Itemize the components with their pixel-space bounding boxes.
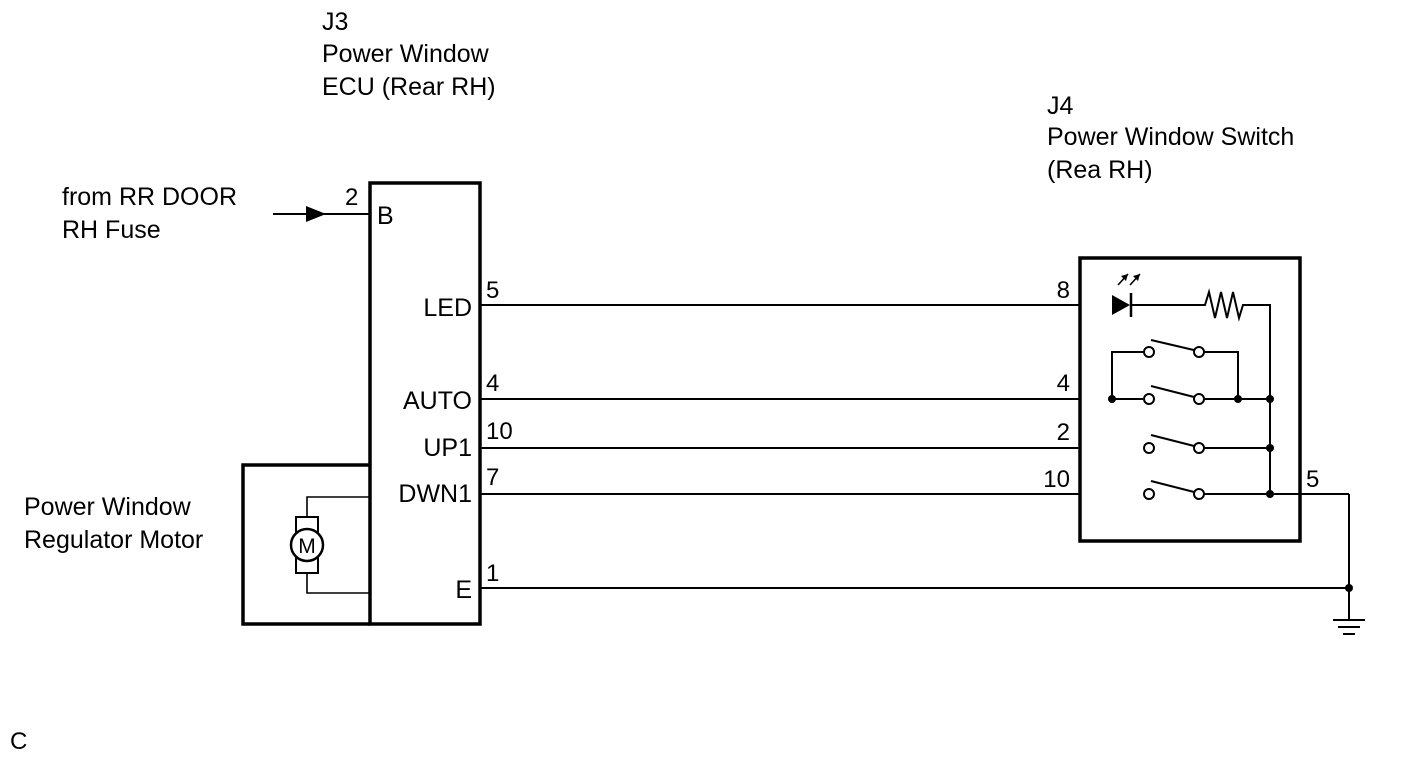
motor-label-line1: Power Window [24,493,192,521]
pin-led: 5 [486,277,499,304]
switch-pin-up: 2 [1057,419,1070,446]
auto-switch-bottom [1112,385,1270,405]
led-icon [1112,273,1141,317]
switch-name-line2: (Rea RH) [1047,156,1153,184]
corner-label: C [10,728,27,755]
junction-dot [1266,395,1274,403]
fuse-source-line2: RH Fuse [62,216,161,244]
pin-up1: 10 [486,418,513,445]
switch-code: J4 [1047,92,1074,120]
switch-pin-auto: 4 [1057,370,1070,397]
switch-pin-down: 10 [1043,466,1070,493]
pin-b: 2 [345,184,358,211]
auto-switch-top [1111,339,1239,399]
switch-pin-ground: 5 [1306,466,1319,493]
resistor-icon [1200,288,1271,494]
terminal-up1: UP1 [423,434,472,462]
pin-e: 1 [486,560,499,587]
junction-dot [1234,395,1242,403]
ecu-box [368,181,482,626]
junction-dot [1108,395,1116,403]
ground-icon [1333,619,1365,635]
ecu-name-line2: ECU (Rear RH) [322,73,496,101]
motor-symbol-letter: M [298,535,316,558]
switch-name-line1: Power Window Switch [1047,123,1294,151]
terminal-b: B [377,202,394,230]
pin-auto: 4 [486,370,499,397]
power-input-arrow [273,206,370,222]
ecu-name-line1: Power Window [322,40,490,68]
junction-dot [1266,490,1274,498]
down-switch [1143,480,1349,500]
terminal-led: LED [423,294,472,322]
pin-dwn1: 7 [486,464,499,491]
motor-box [241,463,370,626]
motor-label-line2: Regulator Motor [24,526,203,554]
fuse-source-line1: from RR DOOR [62,183,237,211]
junction-dot [1266,444,1274,452]
terminal-auto: AUTO [403,387,472,415]
ecu-code: J3 [322,8,348,36]
switch-pin-led: 8 [1057,277,1070,304]
up-switch [1143,434,1270,454]
terminal-dwn1: DWN1 [398,480,472,508]
motor-symbol: M [289,496,370,594]
terminal-e: E [455,576,472,604]
